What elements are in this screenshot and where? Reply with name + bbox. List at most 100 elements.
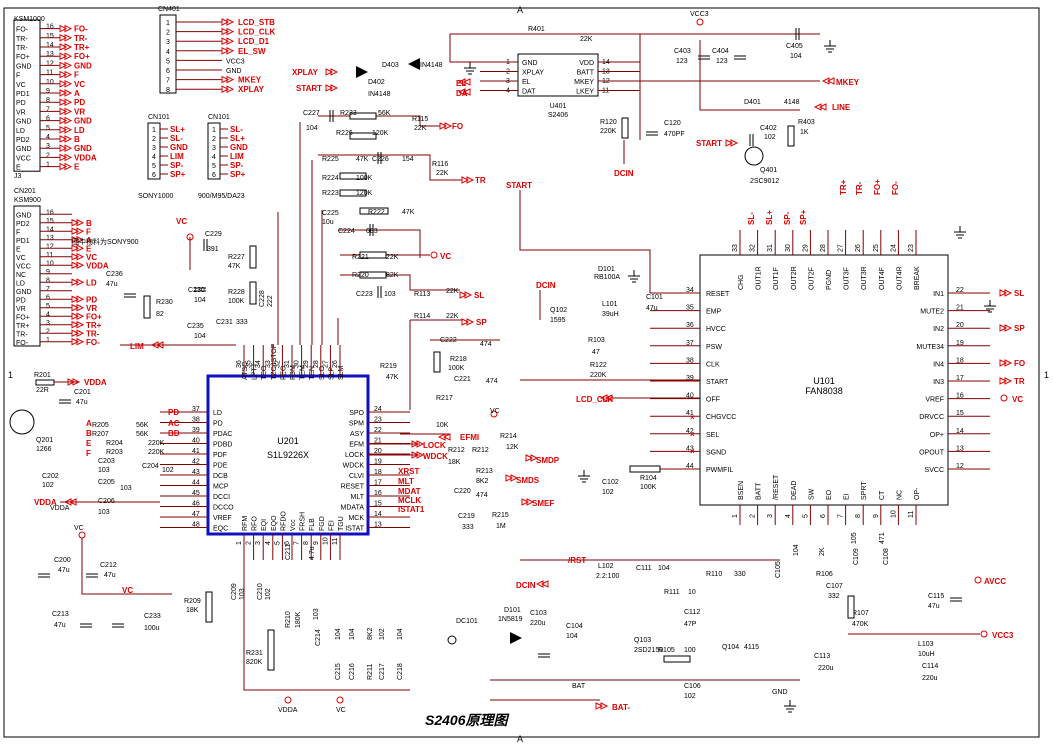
u201-right-pin-number: 21 — [374, 438, 382, 445]
net-flag-icon — [464, 291, 473, 299]
net-flag-icon — [999, 324, 1008, 332]
u201-right-pin: MLT — [351, 494, 365, 501]
u401-chip-body — [517, 53, 599, 97]
batm-label: BAT- — [612, 703, 630, 712]
u401-right-pin: VDD — [579, 60, 594, 67]
u201-top-pin: FEO — [280, 365, 287, 380]
net-flag-icon — [76, 312, 85, 321]
r116v-label: 22K — [436, 170, 449, 177]
cn101b-pin-number: 4 — [212, 154, 216, 161]
smds-label: SMDS — [516, 476, 540, 485]
terminal-icon — [336, 696, 344, 704]
c402-label: C402 — [760, 125, 777, 132]
u101-left-pin: SEL — [706, 432, 719, 439]
net-flag-icon — [510, 474, 519, 482]
r207-label: R207 — [92, 431, 109, 438]
r113v-label: 22K — [446, 288, 459, 295]
net-flag-icon — [59, 98, 68, 107]
trp-label: TR+ — [839, 179, 848, 195]
net-flag-icon — [535, 580, 544, 588]
u201-right-pin-number: 23 — [374, 417, 382, 424]
u201-right-pin-number: 13 — [374, 522, 382, 529]
u101-right-pin-number: 20 — [956, 322, 964, 329]
r212-label: R212 — [448, 447, 465, 454]
r115-label: R115 — [412, 116, 428, 123]
r230v-label: 82 — [156, 311, 164, 318]
u101-left-pin-number: 36 — [686, 322, 694, 329]
frame-right-number: 1 — [1044, 370, 1049, 380]
u101-top-pin: OUT4F — [879, 267, 886, 290]
cn401-net: LCD_CLK — [238, 28, 276, 37]
frame-left-number: 1 — [8, 370, 13, 380]
u201-bottom-pin-number: 2 — [246, 541, 253, 545]
u201-top-pin-number: 29 — [303, 360, 310, 368]
j3-pin-number: 1 — [46, 162, 50, 169]
cn401-pin-number: 6 — [166, 68, 170, 75]
cn201-sub: KSM900 — [14, 197, 41, 204]
net-flag-icon — [525, 454, 534, 462]
net-flag-icon — [330, 84, 339, 92]
net-flag-icon — [221, 85, 230, 94]
c218v-label: 104 — [397, 628, 404, 640]
c201-label: C201 — [74, 389, 91, 396]
cn201-net: F — [86, 227, 91, 236]
u201-bottom-pin: EQI — [261, 519, 268, 531]
f-label: F — [86, 449, 91, 458]
r120v-label: 220K — [600, 128, 617, 135]
u201-ref: U201 — [277, 436, 299, 446]
u101-left-pin: EMP — [706, 309, 722, 316]
tr2-label: TR — [1014, 377, 1025, 386]
u401-left-pin: DAT — [522, 89, 536, 96]
r228-resistor — [249, 281, 257, 305]
c204v-label: 102 — [162, 467, 174, 474]
b-label: B — [86, 429, 92, 438]
net-flag-icon — [71, 312, 80, 321]
q401-label: Q401 — [760, 167, 777, 174]
u201-top-pin: ATSC — [242, 362, 249, 380]
cn201-pin-name: GND — [16, 289, 32, 296]
u101-left-pin: PSW — [706, 344, 722, 351]
r230-resistor — [143, 295, 151, 319]
u201-left-pin-number: 44 — [192, 480, 200, 487]
c113v-label: 220u — [818, 665, 834, 672]
u201-top-pin: SLM — [338, 365, 345, 380]
r209v-label: 18K — [186, 607, 199, 614]
c236v-label: 47u — [106, 281, 118, 288]
vcc3-label: VCC3 — [690, 11, 709, 18]
d403-label: D403 — [382, 62, 399, 69]
u101-bottom-pin: BATT — [756, 482, 763, 500]
c114v-label: 220u — [922, 675, 938, 682]
u101-bottom-pin: EO — [826, 489, 833, 500]
r209-resistor — [205, 591, 213, 623]
r104-label: R104 — [640, 475, 657, 482]
u201-left-pin-number: 38 — [192, 417, 200, 424]
lock-label: LOCK — [423, 441, 446, 450]
u201-right-pin-number: 17 — [374, 480, 382, 487]
r233-label: R233 — [340, 110, 357, 117]
r201-resistor — [35, 379, 55, 386]
r227-label: R227 — [228, 254, 245, 261]
u101-right-pin: IN4 — [933, 361, 944, 368]
c103v-label: 220u — [530, 620, 546, 627]
u101-bottom-pin-number: 8 — [855, 514, 862, 518]
u201-left-pin: PDF — [213, 452, 227, 459]
c101-label: C101 — [646, 294, 663, 301]
c223v-label: 103 — [384, 291, 396, 298]
tr-wire — [318, 154, 462, 181]
u101-top-pin: OUT1R — [756, 266, 763, 290]
r212-label: R212 — [472, 447, 489, 454]
cn201-pin-name: VR — [16, 306, 26, 313]
net-flag-icon — [1004, 359, 1013, 367]
u101-left-pin-number: 37 — [686, 340, 694, 347]
u201-top-pin: TEO — [261, 365, 268, 380]
r231v-label: 820K — [246, 659, 263, 666]
istat1-label: ISTAT1 — [398, 505, 425, 514]
net-flag-icon — [76, 320, 85, 329]
u101-top-pin: PGND — [826, 270, 833, 290]
u101-left-pin-number: 42 — [686, 428, 694, 435]
cn201-pin-number: 16 — [46, 209, 54, 216]
c229v-label: 391 — [207, 246, 219, 253]
avcc-label: AVCC — [984, 577, 1006, 586]
c203v-label: 103 — [98, 467, 110, 474]
